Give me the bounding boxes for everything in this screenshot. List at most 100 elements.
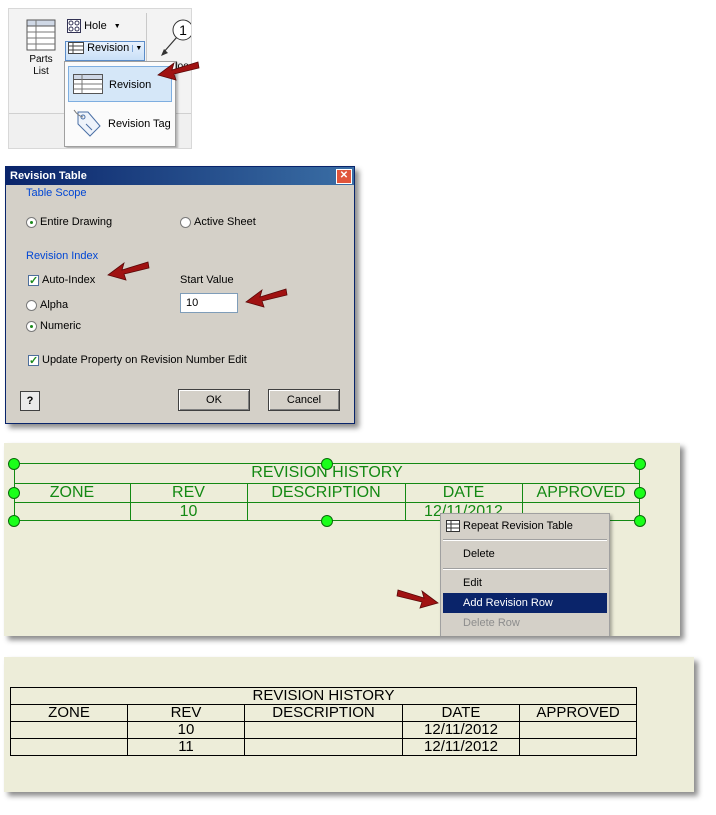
dropdown-item-revision-tag[interactable]: Revision Tag [68,106,172,142]
start-value-label: Start Value [180,274,234,286]
pointer-arrow-icon [157,61,200,81]
dropdown-item-label: Revision Tag [108,118,171,130]
radio-selected-icon [26,320,37,332]
numeric-radio[interactable]: Numeric [26,318,81,334]
auto-index-label: Auto-Index [42,274,96,286]
table-cell [244,738,403,756]
revision-table-icon [73,74,103,94]
table-cell: 12/11/2012 [402,721,520,739]
menu-separator [443,539,607,541]
grip-icon[interactable] [634,515,646,527]
revision-split-button[interactable]: Revision ▼ [65,41,146,61]
balloon-icon: 1 [161,19,191,56]
column-divider [247,483,248,521]
grip-icon[interactable] [8,487,20,499]
grip-icon[interactable] [634,487,646,499]
dialog-title-bar[interactable]: Revision Table ✕ [6,167,354,185]
grip-icon[interactable] [321,458,333,470]
column-header: REV [127,704,245,722]
menu-item-label: Add Revision Row [463,597,553,609]
table-rule [14,483,640,484]
table-rule [14,502,640,503]
parts-list-icon [26,19,56,51]
revision-table-result-panel: REVISION HISTORY ZONE REV DESCRIPTION DA… [4,657,694,792]
column-header: ZONE [49,484,95,501]
checkbox-checked-icon [28,353,39,369]
pointer-arrow-icon [245,288,288,308]
update-property-checkbox[interactable]: Update Property on Revision Number Edit [28,352,247,369]
table-row: 11 12/11/2012 [10,738,637,756]
table-row: 10 12/11/2012 [10,721,637,739]
auto-index-checkbox[interactable]: Auto-Index [28,272,96,289]
hole-label: Hole [84,20,107,32]
revision-dropdown-menu: Revision Revision Tag [64,61,176,147]
menu-item-label: Delete [463,548,495,560]
column-header: ZONE [10,704,128,722]
radio-unselected-icon [26,299,37,311]
start-value-input[interactable] [180,293,238,313]
grip-icon[interactable] [8,515,20,527]
table-cell: 11 [127,738,245,756]
active-sheet-radio[interactable]: Active Sheet [180,214,256,230]
menu-item-repeat-revision-table[interactable]: Repeat Revision Table [443,516,607,536]
column-header: REV [172,484,205,501]
column-header: APPROVED [536,484,626,501]
parts-list-label: Parts List [29,54,53,77]
table-header-row: ZONE REV DESCRIPTION DATE APPROVED [10,704,637,722]
pointer-arrow-icon [396,589,439,609]
alpha-radio[interactable]: Alpha [26,297,68,313]
table-cell: 10 [127,721,245,739]
table-cell [519,738,637,756]
table-cell: 10 [179,503,198,520]
entire-drawing-radio[interactable]: Entire Drawing [26,214,112,230]
column-divider [522,483,523,521]
column-header: APPROVED [519,704,637,722]
entire-drawing-label: Entire Drawing [40,216,113,228]
ribbon-divider [146,13,147,105]
table-cell [244,721,403,739]
table-cell [519,721,637,739]
ok-button[interactable]: OK [178,389,250,411]
menu-item-delete[interactable]: Delete [443,544,607,564]
chevron-down-icon: ▼ [113,22,121,30]
column-divider [130,483,131,521]
revision-label: Revision [87,42,130,55]
numeric-label: Numeric [40,320,81,332]
parts-list-button[interactable]: Parts List [15,15,67,95]
table-cell [10,721,128,739]
pointer-arrow-icon [107,261,150,281]
menu-item-label: Repeat Revision Table [463,520,573,532]
active-sheet-label: Active Sheet [194,216,256,228]
chevron-down-icon[interactable]: ▼ [132,44,144,52]
hole-button[interactable]: Hole ▼ [67,19,121,37]
grip-icon[interactable] [321,515,333,527]
revision-table-icon [68,42,84,55]
menu-item-add-revision-row[interactable]: Add Revision Row [443,593,607,613]
menu-item-delete-row: Delete Row [443,613,607,633]
column-header: DESCRIPTION [244,704,403,722]
grip-icon[interactable] [634,458,646,470]
radio-unselected-icon [180,216,191,228]
table-cell: 12/11/2012 [402,738,520,756]
cancel-button[interactable]: Cancel [268,389,340,411]
hole-icon [67,19,81,33]
revision-table-editing-panel: REVISION HISTORY ZONE REV DESCRIPTION DA… [4,443,680,636]
table-scope-group-label: Table Scope [26,187,87,199]
column-header: DATE [442,484,485,501]
column-header: DATE [402,704,520,722]
column-divider [405,483,406,521]
checkbox-checked-icon [28,273,39,289]
dialog-title: Revision Table [10,170,87,182]
table-cell [10,738,128,756]
revision-index-group-label: Revision Index [26,250,99,262]
menu-item-label: Edit [463,577,482,589]
column-header: DESCRIPTION [271,484,381,501]
table-title-row: REVISION HISTORY [10,687,637,705]
menu-item-edit[interactable]: Edit [443,573,607,593]
close-icon[interactable]: ✕ [336,169,352,184]
menu-separator [443,568,607,570]
grip-icon[interactable] [8,458,20,470]
alpha-label: Alpha [40,299,69,311]
help-icon[interactable]: ? [20,391,40,411]
dropdown-item-revision[interactable]: Revision [68,66,172,102]
